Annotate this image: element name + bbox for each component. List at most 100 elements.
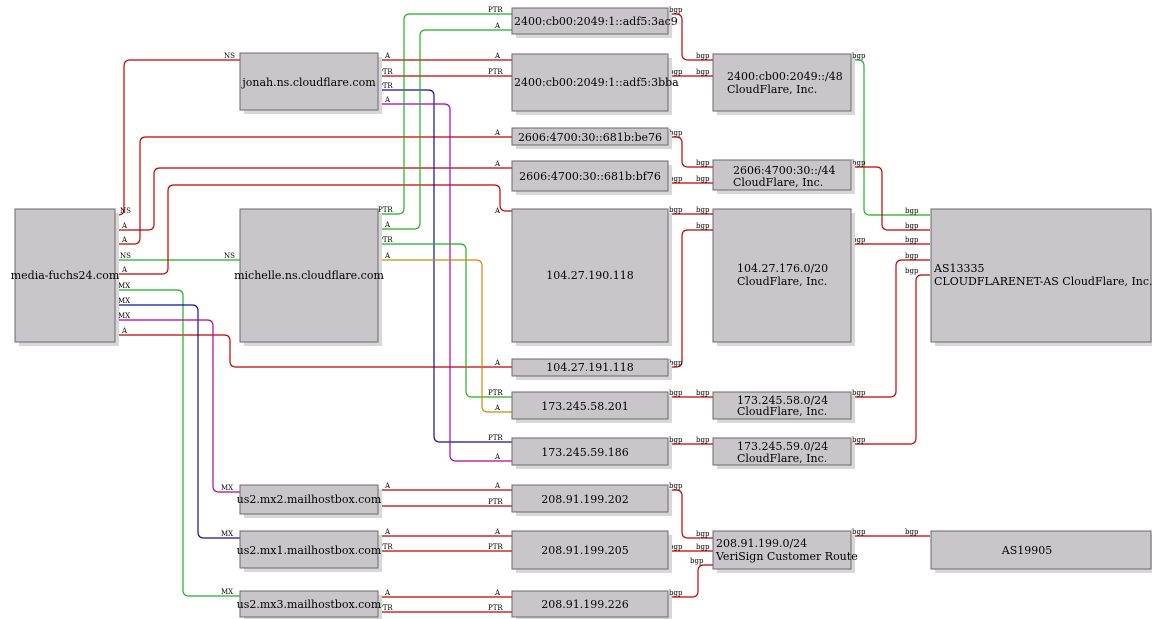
- lbl-a: A: [384, 221, 391, 229]
- edge-a-bf76: [115, 167, 512, 231]
- node-mx2[interactable]: us2.mx2.mailhostbox.com: [237, 484, 382, 518]
- lbl-a: A: [384, 252, 391, 260]
- node-as19905-label: AS19905: [1001, 544, 1052, 557]
- nodes: media-fuchs24.com jonah.ns.cloudflare.co…: [11, 7, 1152, 619]
- lbl-bgp: bgp: [669, 389, 683, 397]
- node-ip6-bf76[interactable]: 2606:4700:30::681b:bf76: [511, 160, 672, 195]
- lbl-bgp: bgp: [852, 436, 866, 444]
- node-prefix-59-line1: 173.245.59.0/24: [737, 440, 828, 453]
- lbl-a: A: [494, 528, 501, 536]
- node-prefix-58[interactable]: 173.245.58.0/24 CloudFlare, Inc.: [712, 391, 855, 423]
- lbl-bgp: bgp: [696, 52, 710, 60]
- node-prefix-59[interactable]: 173.245.59.0/24 CloudFlare, Inc.: [712, 437, 855, 469]
- node-ip-191[interactable]: 104.27.191.118: [511, 358, 672, 380]
- lbl-bgp: bgp: [696, 159, 710, 167]
- node-ns-michelle-label: michelle.ns.cloudflare.com: [234, 269, 384, 282]
- node-ip6-3bba[interactable]: 2400:cb00:2049:1::adf5:3bba: [511, 53, 679, 115]
- lbl-ns: NS: [120, 252, 131, 260]
- edge-michelle-a-3ac9: [378, 29, 512, 230]
- node-ip-226-label: 208.91.199.226: [541, 598, 628, 611]
- node-prefix-59-line2: CloudFlare, Inc.: [737, 452, 827, 465]
- node-ip6-3ac9[interactable]: 2400:cb00:2049:1::adf5:3ac9: [511, 7, 678, 38]
- node-prefix-208[interactable]: 208.91.199.0/24 VeriSign Customer Route: [712, 530, 858, 573]
- lbl-bgp: bgp: [852, 159, 866, 167]
- edge-bgp-202: [668, 489, 713, 539]
- lbl-bgp: bgp: [696, 436, 710, 444]
- node-ip-59[interactable]: 173.245.59.186: [511, 437, 672, 469]
- node-ip-58[interactable]: 173.245.58.201: [511, 391, 672, 423]
- node-as13335-line2: CLOUDFLARENET-AS CloudFlare, Inc.: [934, 275, 1152, 288]
- node-ip-205-label: 208.91.199.205: [541, 544, 628, 557]
- lbl-a: A: [494, 359, 501, 367]
- edge-michelle-a-58: [378, 259, 512, 413]
- node-ns-jonah[interactable]: jonah.ns.cloudflare.com: [239, 52, 382, 114]
- lbl-a: A: [384, 589, 391, 597]
- edge-as-58: [851, 259, 930, 398]
- node-prefix-2606[interactable]: 2606:4700:30::/44 CloudFlare, Inc.: [712, 159, 855, 194]
- node-ip6-be76[interactable]: 2606:4700:30::681b:be76: [511, 127, 672, 149]
- edge-as-59: [851, 274, 930, 445]
- node-ns-jonah-label: jonah.ns.cloudflare.com: [240, 76, 376, 89]
- node-ip-191-label: 104.27.191.118: [546, 361, 633, 374]
- node-prefix-104-line2: CloudFlare, Inc.: [737, 275, 827, 288]
- lbl-ptr: PTR: [378, 68, 393, 76]
- node-ip-190[interactable]: 104.27.190.118: [511, 208, 672, 346]
- node-prefix-2606-line2: CloudFlare, Inc.: [733, 176, 823, 189]
- edge-a-191: [115, 334, 512, 368]
- node-ip-202[interactable]: 208.91.199.202: [511, 484, 672, 516]
- lbl-bgp: bgp: [905, 267, 919, 275]
- lbl-a: A: [494, 160, 501, 168]
- lbl-ptr: PTR: [488, 498, 503, 506]
- node-prefix-2400-line1: 2400:cb00:2049::/48: [727, 70, 843, 83]
- lbl-mx: MX: [118, 312, 130, 320]
- edge-bgp-be76: [668, 136, 713, 168]
- lbl-bgp: bgp: [696, 206, 710, 214]
- edge-mx-mx3: [115, 289, 240, 597]
- node-mx3[interactable]: us2.mx3.mailhostbox.com: [237, 590, 382, 619]
- lbl-bgp: bgp: [696, 389, 710, 397]
- edge-jonah-a-59: [378, 103, 512, 462]
- node-ip-190-label: 104.27.190.118: [546, 269, 633, 282]
- lbl-bgp: bgp: [852, 236, 866, 244]
- node-ip6-be76-label: 2606:4700:30::681b:be76: [518, 131, 662, 144]
- lbl-bgp: bgp: [852, 528, 866, 536]
- edge-a-be76: [115, 136, 512, 245]
- lbl-ptr: PTR: [488, 434, 503, 442]
- lbl-ptr: PTR: [488, 68, 503, 76]
- lbl-ptr: PTR: [488, 543, 503, 551]
- lbl-bgp: bgp: [696, 222, 710, 230]
- lbl-a: A: [494, 129, 501, 137]
- node-ip-202-label: 208.91.199.202: [541, 493, 628, 506]
- node-domain-label: media-fuchs24.com: [11, 269, 120, 282]
- lbl-ns: NS: [224, 52, 235, 60]
- lbl-ns: NS: [224, 252, 235, 260]
- lbl-mx: MX: [118, 297, 130, 305]
- lbl-mx: MX: [221, 588, 233, 596]
- lbl-bgp: bgp: [696, 530, 710, 538]
- edge-labels: NS A A NS A MX MX MX A NS NS MX MX MX A …: [118, 6, 919, 612]
- node-prefix-104[interactable]: 104.27.176.0/20 CloudFlare, Inc.: [712, 208, 855, 346]
- lbl-bgp: bgp: [905, 252, 919, 260]
- node-ip-226[interactable]: 208.91.199.226: [511, 590, 672, 619]
- lbl-ns: NS: [120, 207, 131, 215]
- lbl-bgp: bgp: [669, 175, 683, 183]
- lbl-a: A: [384, 528, 391, 536]
- lbl-bgp: bgp: [669, 68, 683, 76]
- lbl-a: A: [384, 96, 391, 104]
- edge-jonah-ptr-59: [378, 89, 512, 443]
- lbl-ptr: PTR: [488, 604, 503, 612]
- lbl-a: A: [494, 207, 501, 215]
- edge-ns-jonah: [115, 59, 240, 216]
- node-as13335[interactable]: AS13335 CLOUDFLARENET-AS CloudFlare, Inc…: [930, 208, 1152, 346]
- node-prefix-2400[interactable]: 2400:cb00:2049::/48 CloudFlare, Inc.: [712, 53, 855, 115]
- node-ip-205[interactable]: 208.91.199.205: [511, 530, 672, 573]
- edge-michelle-ptr-3ac9: [378, 13, 512, 215]
- edge-bgp-191: [668, 229, 713, 368]
- node-ns-michelle[interactable]: michelle.ns.cloudflare.com: [234, 208, 384, 346]
- lbl-bgp: bgp: [852, 389, 866, 397]
- node-mx1[interactable]: us2.mx1.mailhostbox.com: [237, 530, 382, 572]
- node-domain[interactable]: media-fuchs24.com: [11, 208, 120, 346]
- lbl-ptr: PTR: [378, 236, 393, 244]
- node-as19905[interactable]: AS19905: [930, 530, 1152, 573]
